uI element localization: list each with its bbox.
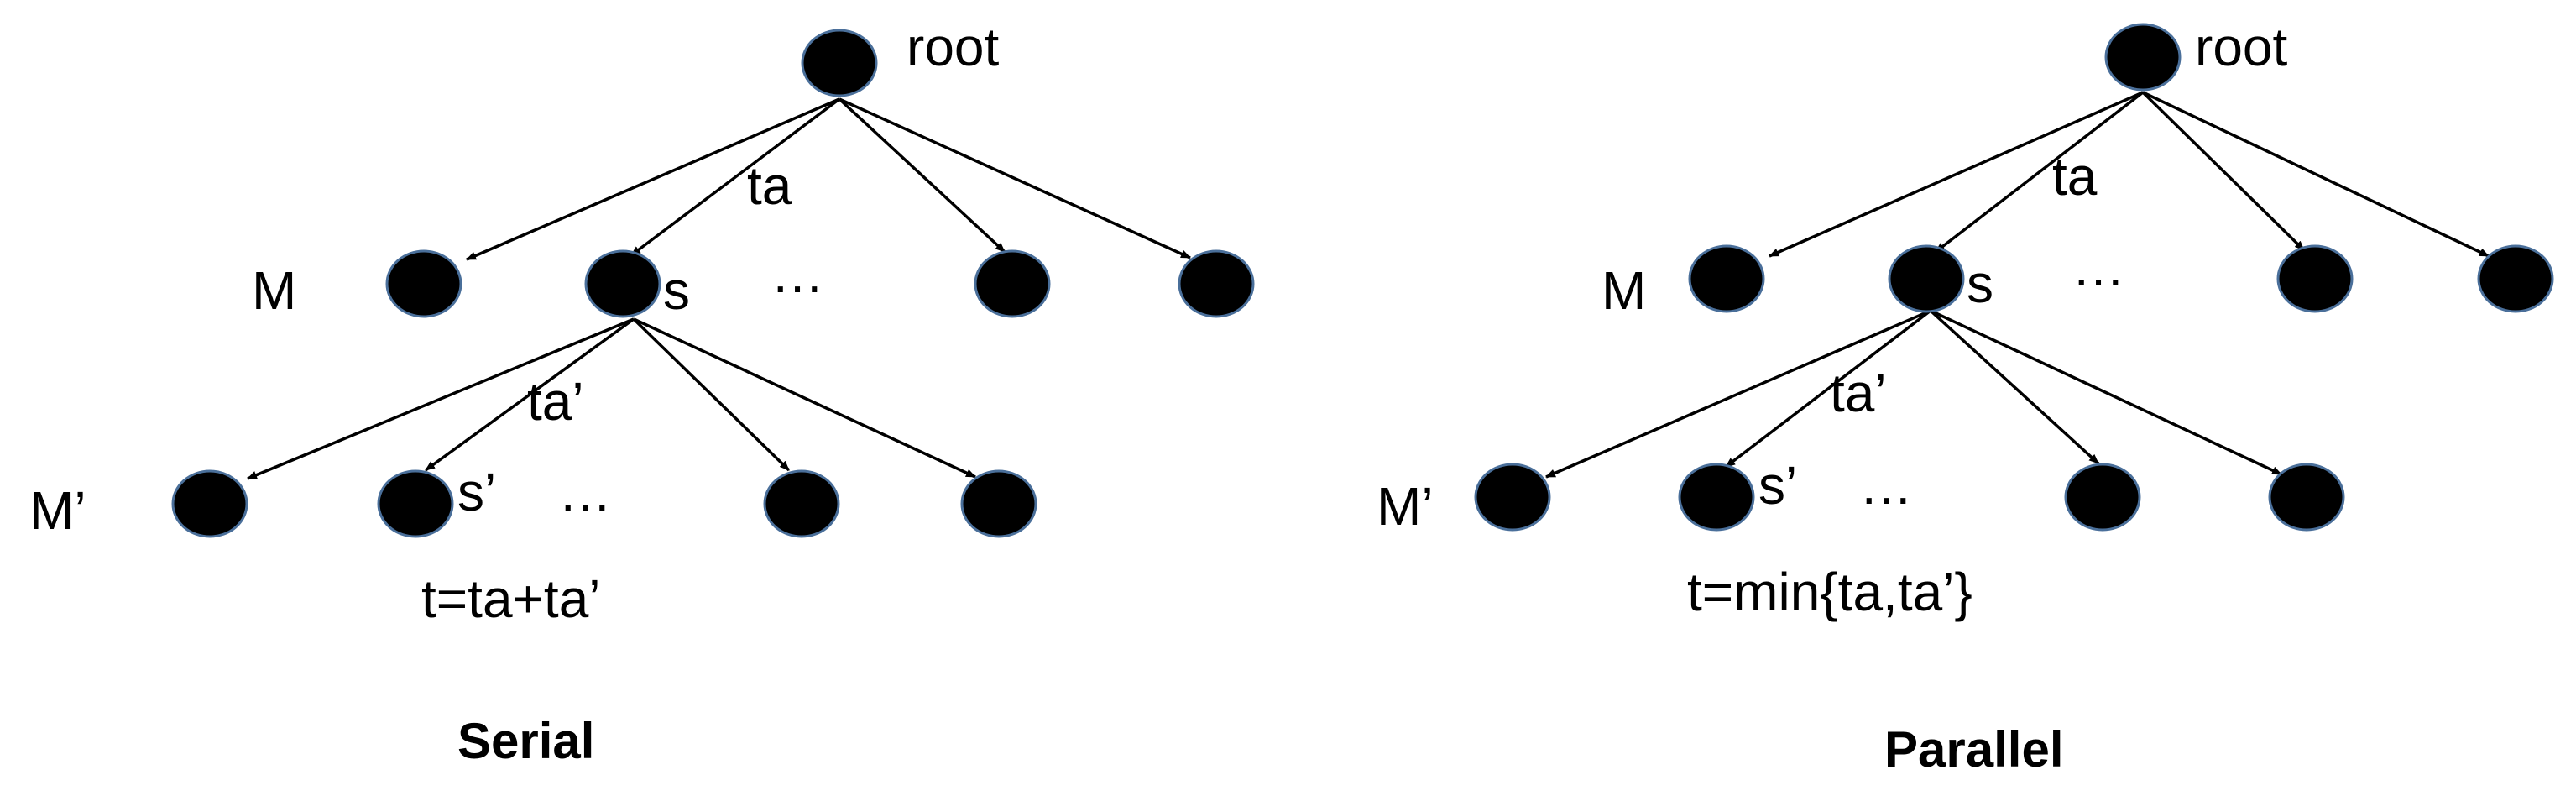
edge-s-to-node7	[632, 317, 791, 472]
tree-node	[2276, 244, 2354, 313]
ellipsis: …	[1859, 455, 1913, 516]
m-node	[1688, 244, 1765, 313]
ellipsis: …	[771, 244, 824, 304]
serial-tree: root ta M s … ta’ M’ s’ … t=ta+ta’ Seria…	[29, 17, 1255, 769]
edge-label-ta-prime: ta’	[527, 371, 584, 432]
m-prime-node	[1474, 463, 1551, 532]
root-node	[801, 29, 878, 97]
formula: t=min{ta,ta’}	[1687, 562, 1972, 622]
tree-node	[974, 249, 1051, 318]
s-node	[584, 249, 661, 318]
ellipsis: …	[558, 462, 612, 522]
m-node	[385, 249, 462, 318]
tree-node	[2064, 463, 2141, 532]
edge-s-to-s-prime	[424, 317, 635, 472]
tree-node	[763, 469, 840, 538]
edge-label-ta: ta	[2052, 146, 2098, 207]
child-label-s: s	[663, 260, 690, 321]
s-node	[1888, 244, 1965, 313]
edge-s-to-node8	[633, 317, 976, 479]
edge-s-to-node7	[1929, 309, 2100, 465]
child-label-s: s	[1967, 254, 1993, 314]
edge-s-to-m-prime	[247, 317, 635, 480]
edge-s-to-node8	[1930, 309, 2282, 476]
ellipsis: …	[2072, 237, 2125, 297]
edge-root-to-node4	[839, 97, 1191, 259]
edge-root-to-node3	[838, 97, 1006, 254]
tree-node	[2477, 244, 2554, 313]
edge-root-to-node4	[2142, 91, 2490, 258]
edge-root-to-node3	[2141, 91, 2306, 252]
s-prime-node	[1678, 463, 1755, 532]
formula: t=ta+ta’	[421, 568, 601, 629]
level2-label-m-prime: M’	[1377, 476, 1434, 537]
root-label: root	[2195, 17, 2288, 77]
root-label: root	[907, 17, 1000, 77]
caption-parallel: Parallel	[1884, 721, 2064, 778]
grandchild-label-s-prime: s’	[457, 462, 496, 522]
tree-node	[2268, 463, 2345, 532]
m-prime-node	[171, 469, 248, 538]
tree-node	[960, 469, 1037, 538]
level1-label-m: M	[1602, 260, 1646, 321]
edge-label-ta: ta	[747, 155, 792, 216]
edge-root-to-s	[1934, 91, 2145, 254]
s-prime-node	[377, 469, 454, 538]
edge-s-to-s-prime	[1724, 309, 1932, 469]
level2-label-m-prime: M’	[29, 480, 86, 541]
tree-node	[1178, 249, 1255, 318]
edge-label-ta-prime: ta’	[1830, 363, 1887, 423]
edge-s-to-m-prime	[1545, 309, 1931, 479]
parallel-tree: root ta M s … ta’ M’ s’ … t=min{ta,ta’} …	[1377, 17, 2554, 778]
caption-serial: Serial	[457, 713, 594, 769]
level1-label-m: M	[252, 260, 296, 321]
root-node	[2104, 23, 2182, 92]
edge-root-to-m	[1769, 91, 2144, 258]
edge-root-to-s	[630, 97, 841, 257]
edge-root-to-m	[466, 97, 840, 261]
grandchild-label-s-prime: s’	[1758, 455, 1797, 516]
